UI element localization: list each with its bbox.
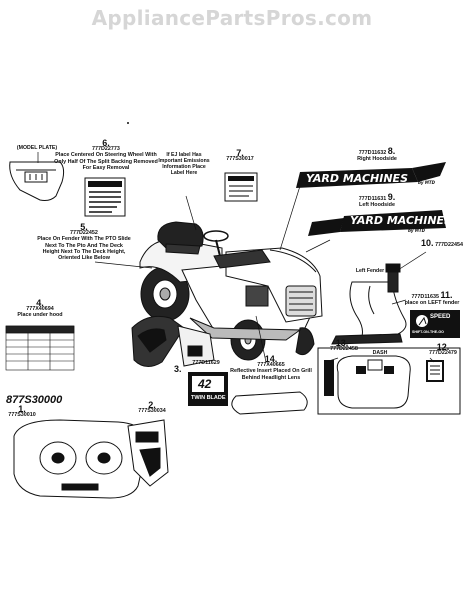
watermark-text: AppliancePartsPros.com bbox=[91, 6, 373, 30]
notice-sticker-drawing bbox=[84, 177, 126, 217]
callout-3-part: 777D11629 bbox=[192, 360, 220, 366]
left-fender-note: Left Fender bbox=[355, 268, 385, 274]
dash-note: DASH bbox=[372, 350, 388, 356]
yard-machines-logo-right: YARD MACHINES bbox=[306, 172, 408, 185]
brand-sub-left: by MTD bbox=[408, 228, 425, 233]
model-plate-label: (MODEL PLATE) bbox=[16, 145, 58, 151]
callout-9-number: 9. bbox=[387, 192, 396, 202]
callout-3-number: 3. bbox=[174, 364, 182, 374]
callout-7-number: 7. bbox=[236, 148, 244, 158]
callout-6-desc: Place Centered On Steering Wheel With On… bbox=[54, 152, 158, 171]
leader-lines bbox=[37, 152, 435, 363]
callout-7-part: 777S30017 bbox=[226, 156, 254, 163]
callout-2-number: 2. bbox=[148, 400, 156, 410]
callout-5: 5. 777D22452 Place On Fender With The PT… bbox=[36, 222, 132, 262]
yard-machines-decal-right bbox=[296, 162, 446, 188]
callout-1: 1. 777S30010 bbox=[8, 404, 36, 419]
callout-2: 2. 777S30034 bbox=[134, 400, 170, 415]
callout-12: 12. 777D22479 bbox=[424, 342, 462, 357]
stray-dot bbox=[127, 122, 129, 124]
speed-decal-drawing bbox=[410, 310, 460, 338]
callout-8-number: 8. bbox=[387, 146, 396, 156]
callout-6-part: 777D22773 bbox=[92, 146, 120, 153]
speed-decal-text: SPEED bbox=[430, 314, 451, 320]
assembly-number: 877S30000 bbox=[6, 394, 63, 406]
info-table-drawing bbox=[5, 325, 75, 371]
callout-13: 13. 777D22458 bbox=[330, 338, 358, 353]
callout-4-number: 4. bbox=[36, 298, 44, 308]
callout-9: 777D11631 9. Left Hoodside bbox=[332, 192, 422, 209]
ej-label-note: If EJ label Has Important Emissions Info… bbox=[158, 152, 210, 176]
callout-5-part: 777D22452 bbox=[70, 230, 98, 237]
callout-5-number: 5. bbox=[80, 222, 88, 232]
callout-1-number: 1. bbox=[18, 404, 26, 414]
callout-5-desc: Place On Fender With The PTO Slide Next … bbox=[37, 236, 131, 262]
callout-8-part: 777D11632 bbox=[358, 150, 387, 156]
callout-13-number: 13. bbox=[335, 338, 349, 348]
discharge-chute-drawing bbox=[131, 315, 215, 367]
callout-14-part: 777X40665 bbox=[257, 362, 285, 369]
callout-6: 6. 777D22773 Place Centered On Steering … bbox=[54, 138, 158, 171]
callout-6-number: 6. bbox=[102, 138, 110, 148]
callout-11-desc: place on LEFT fender bbox=[404, 300, 460, 307]
callout-4: 4. 777X40694 Place under hood bbox=[4, 298, 76, 319]
callout-14-number: 14. bbox=[264, 354, 278, 364]
callout-11-number: 11. bbox=[440, 290, 453, 300]
left-fender-drawing bbox=[331, 263, 407, 345]
dash-panel-drawing bbox=[317, 347, 461, 415]
reflective-insert-drawing bbox=[231, 391, 308, 415]
lawn-tractor-drawing bbox=[139, 221, 323, 361]
deck-decal-drawing bbox=[13, 419, 147, 499]
callout-3-part-wrap: 777D11629 bbox=[176, 360, 236, 366]
callout-9-desc: Left Hoodside bbox=[359, 202, 395, 209]
callout-10: 10. 777D22454 bbox=[420, 238, 464, 249]
callout-8-desc: Right Hoodside bbox=[357, 156, 397, 163]
callout-11-part: 777D11635 bbox=[411, 294, 440, 300]
callout-10-number: 10. bbox=[421, 238, 434, 248]
callout-7: 7. 777S30017 bbox=[214, 148, 266, 163]
callout-10-part: 777D22454 bbox=[435, 242, 463, 248]
yard-machines-logo-left: YARD MACHINES bbox=[350, 214, 452, 227]
twin-blade-decal bbox=[188, 372, 228, 406]
callout-13-part: 777D22458 bbox=[330, 346, 358, 353]
callout-12-number: 12. bbox=[436, 342, 450, 352]
brand-sub-right: by MTD bbox=[418, 180, 435, 185]
callout-11: 777D11635 11. place on LEFT fender bbox=[400, 290, 464, 307]
callout-2-part: 777S30034 bbox=[138, 408, 166, 415]
yard-machines-decal-left bbox=[308, 210, 446, 236]
callout-4-desc: Place under hood bbox=[17, 312, 63, 319]
callout-1-part: 777S30010 bbox=[8, 412, 36, 419]
callout-12-part: 777D22479 bbox=[429, 350, 457, 357]
callout-4-part: 777X40694 bbox=[26, 306, 54, 313]
model-plate-seat-drawing bbox=[9, 161, 65, 201]
callout-14: 14. 777X40665 Reflective Insert Placed O… bbox=[226, 354, 316, 381]
callout-8: 777D11632 8. Right Hoodside bbox=[332, 146, 422, 163]
emission-label-drawing bbox=[224, 172, 258, 202]
speed-decal-subtext: SHIFT-ON-THE-GO bbox=[412, 330, 444, 334]
callout-3: 3. bbox=[174, 364, 228, 374]
twin-blade-text: TWIN BLADE bbox=[191, 395, 226, 401]
chute-decal-drawing bbox=[127, 419, 169, 487]
twin-blade-number: 42 bbox=[198, 377, 212, 391]
callout-14-desc: Reflective Insert Placed On Grill Behind… bbox=[230, 368, 312, 381]
callout-9-part: 777D11631 bbox=[358, 196, 387, 202]
